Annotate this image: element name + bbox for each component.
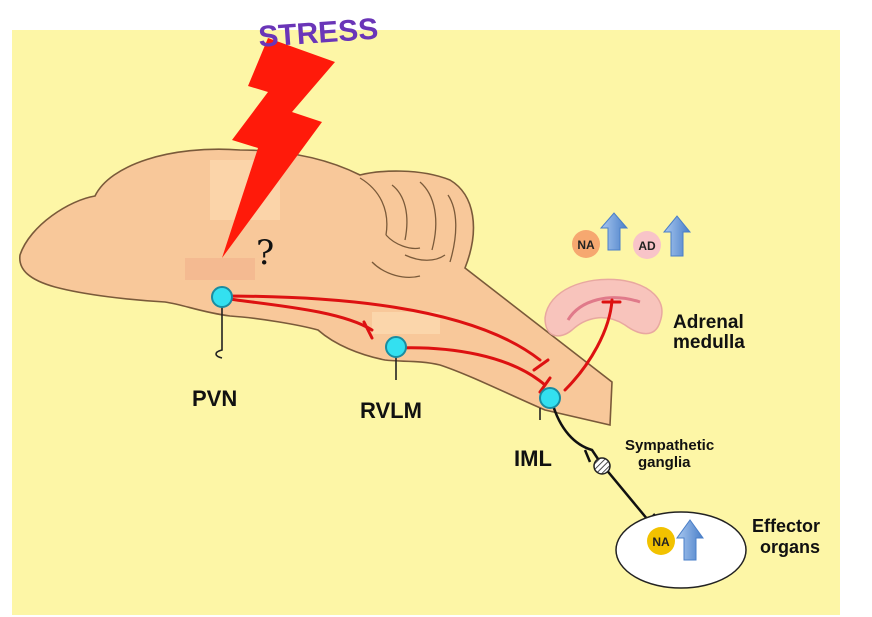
iml-adrenal-pathway (563, 298, 614, 392)
iml-label: IML (514, 446, 552, 471)
na-adrenal-circle (572, 230, 600, 258)
highlight-patch (372, 312, 440, 334)
pvn-label: PVN (192, 386, 237, 411)
rvlm-label: RVLM (360, 398, 422, 423)
adrenal-medulla-core (566, 296, 641, 321)
iml-neuron (539, 387, 561, 409)
ganglia-label-line1: Sympathetic (625, 437, 714, 454)
effector-label-line2: organs (760, 537, 820, 557)
rvlm-iml-pathway (394, 346, 547, 387)
lightning-bolt-icon (222, 38, 335, 258)
ganglion-icon (593, 457, 611, 475)
na-adrenal-label: NA (577, 238, 595, 252)
ganglion-synapse (583, 449, 592, 463)
na-effector-label: NA (652, 535, 670, 549)
pvn-rvlm-pathway (220, 296, 374, 332)
na-effector-circle (647, 527, 675, 555)
synapse-terminals (362, 300, 622, 394)
rvlm-neuron (385, 336, 407, 358)
cerebellum-folds (359, 177, 457, 278)
ganglia-label-line2: ganglia (638, 454, 691, 471)
neural-pathways (220, 294, 614, 392)
increase-arrow-icon (662, 215, 692, 257)
ad-adrenal-circle (633, 231, 661, 259)
pvn-iml-pathway (220, 294, 542, 362)
adrenal-gland (544, 278, 663, 337)
adrenal-label-line1: Adrenal (673, 312, 744, 333)
brain-silhouette (19, 148, 613, 426)
increase-arrow-icon (676, 519, 704, 561)
ad-adrenal-label: AD (638, 239, 656, 253)
sympathetic-efferent-fiber (550, 401, 661, 531)
effector-organ (615, 511, 747, 589)
pvn-neuron (211, 286, 233, 308)
highlight-patch (185, 258, 255, 280)
increase-arrow-icon (599, 212, 629, 251)
effector-label-line1: Effector (752, 516, 820, 536)
neuron-stems (215, 306, 541, 420)
unknown-mark: ? (256, 233, 274, 273)
adrenal-label-line2: medulla (673, 332, 745, 353)
